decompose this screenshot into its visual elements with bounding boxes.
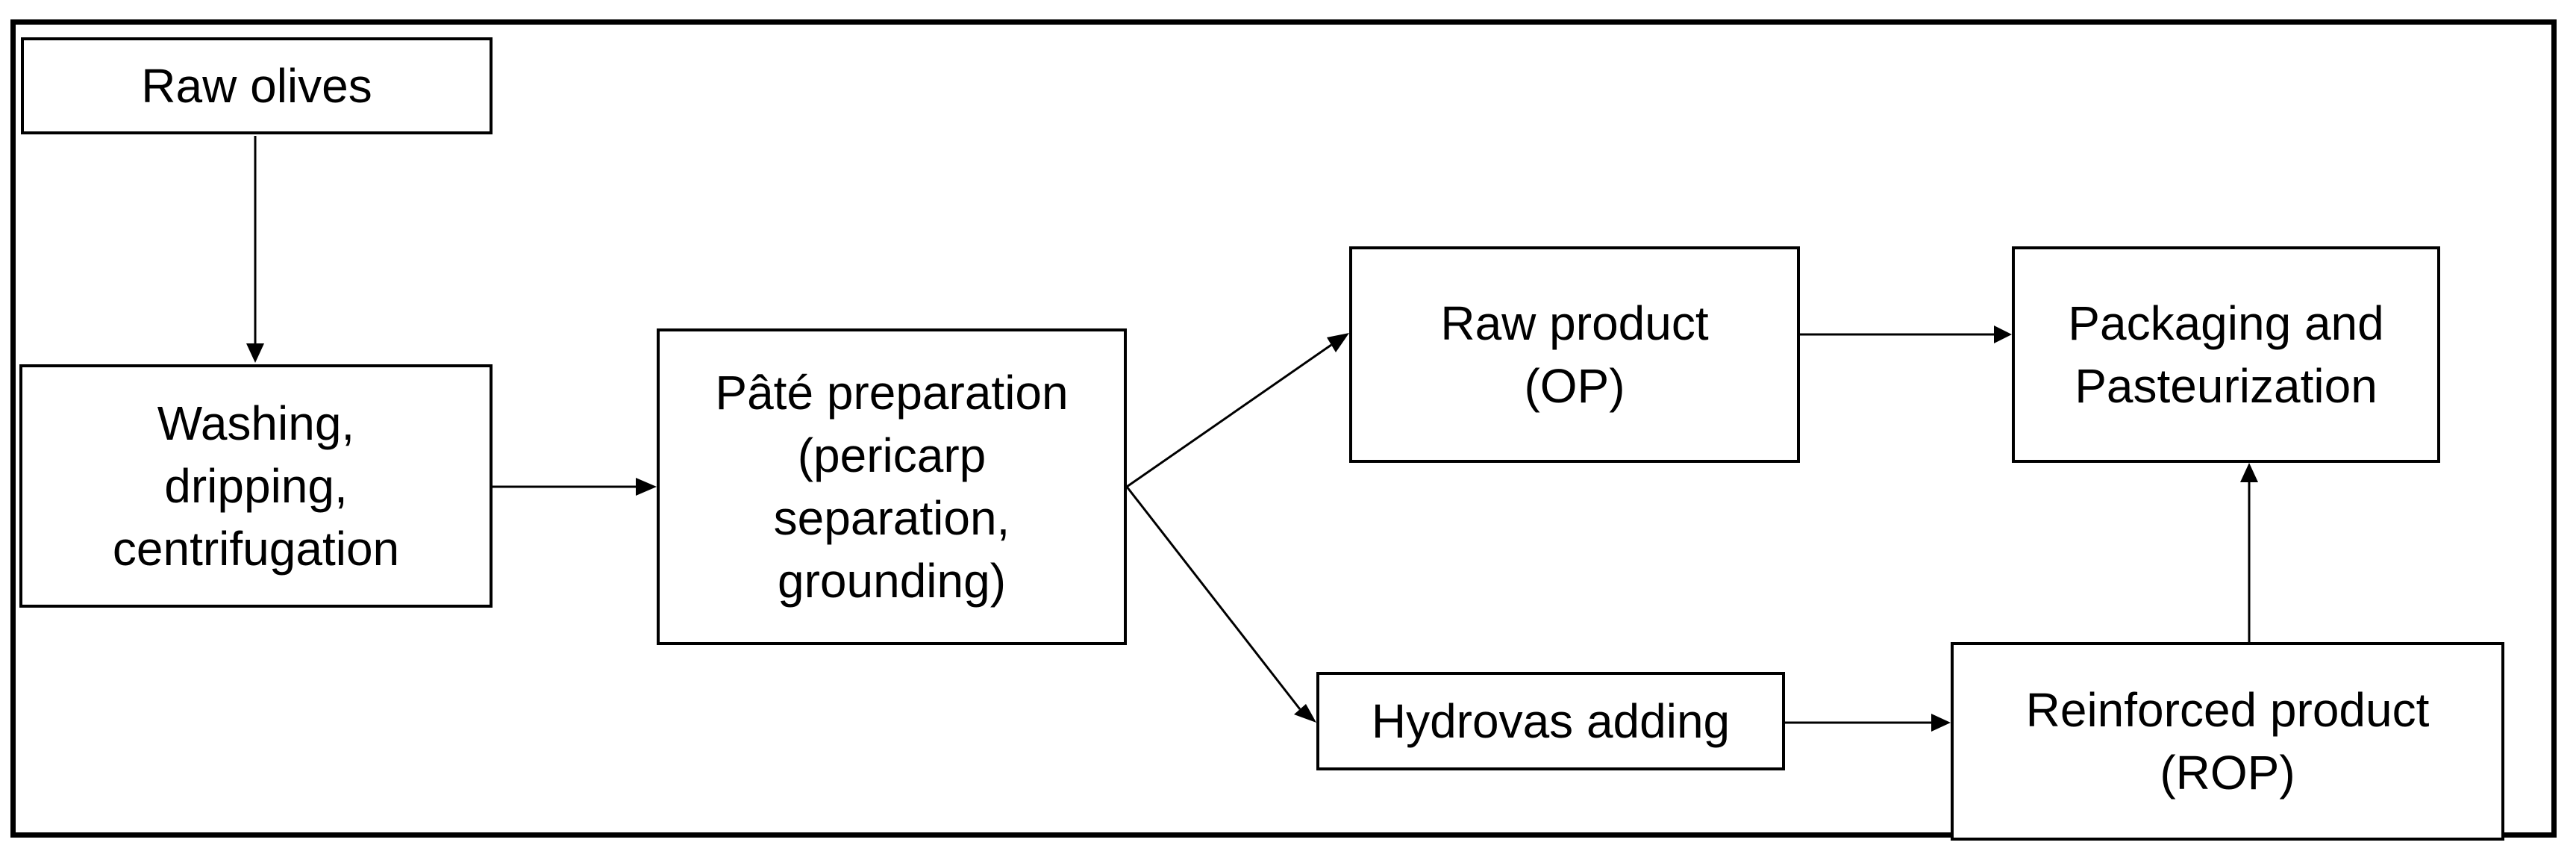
edge-pate-to-hydrovas — [1125, 486, 1301, 710]
arrowhead-right-icon — [1931, 714, 1951, 732]
arrowhead-up-right-icon — [1327, 333, 1349, 352]
node-pate-preparation: Pâté preparation (pericarp separation, g… — [657, 328, 1127, 645]
node-label: Raw olives — [141, 59, 372, 113]
node-washing: Washing, dripping, centrifugation — [19, 364, 493, 608]
node-reinforced-product: Reinforced product (ROP) — [1951, 642, 2504, 841]
node-label: Packaging and Pasteurization — [2068, 296, 2384, 413]
arrowhead-right-icon — [636, 478, 657, 496]
node-label: Washing, dripping, centrifugation — [112, 396, 400, 576]
node-label: Hydrovas adding — [1371, 694, 1731, 748]
node-label: Reinforced product (ROP) — [2025, 683, 2430, 800]
arrowhead-down-right-icon — [1294, 704, 1316, 723]
node-label: Pâté preparation (pericarp separation, g… — [715, 366, 1069, 608]
arrowhead-up-icon — [2240, 463, 2258, 482]
node-packaging-pasteurization: Packaging and Pasteurization — [2012, 246, 2440, 463]
node-hydrovas-adding: Hydrovas adding — [1316, 672, 1785, 770]
node-label: Raw product (OP) — [1440, 296, 1709, 413]
diagram-frame — [10, 19, 2557, 838]
edge-pate-to-raw-product — [1126, 343, 1332, 488]
node-raw-product: Raw product (OP) — [1349, 246, 1800, 463]
node-raw-olives: Raw olives — [21, 37, 493, 134]
arrowhead-down-icon — [246, 343, 264, 363]
arrowhead-right-icon — [1994, 325, 2012, 343]
